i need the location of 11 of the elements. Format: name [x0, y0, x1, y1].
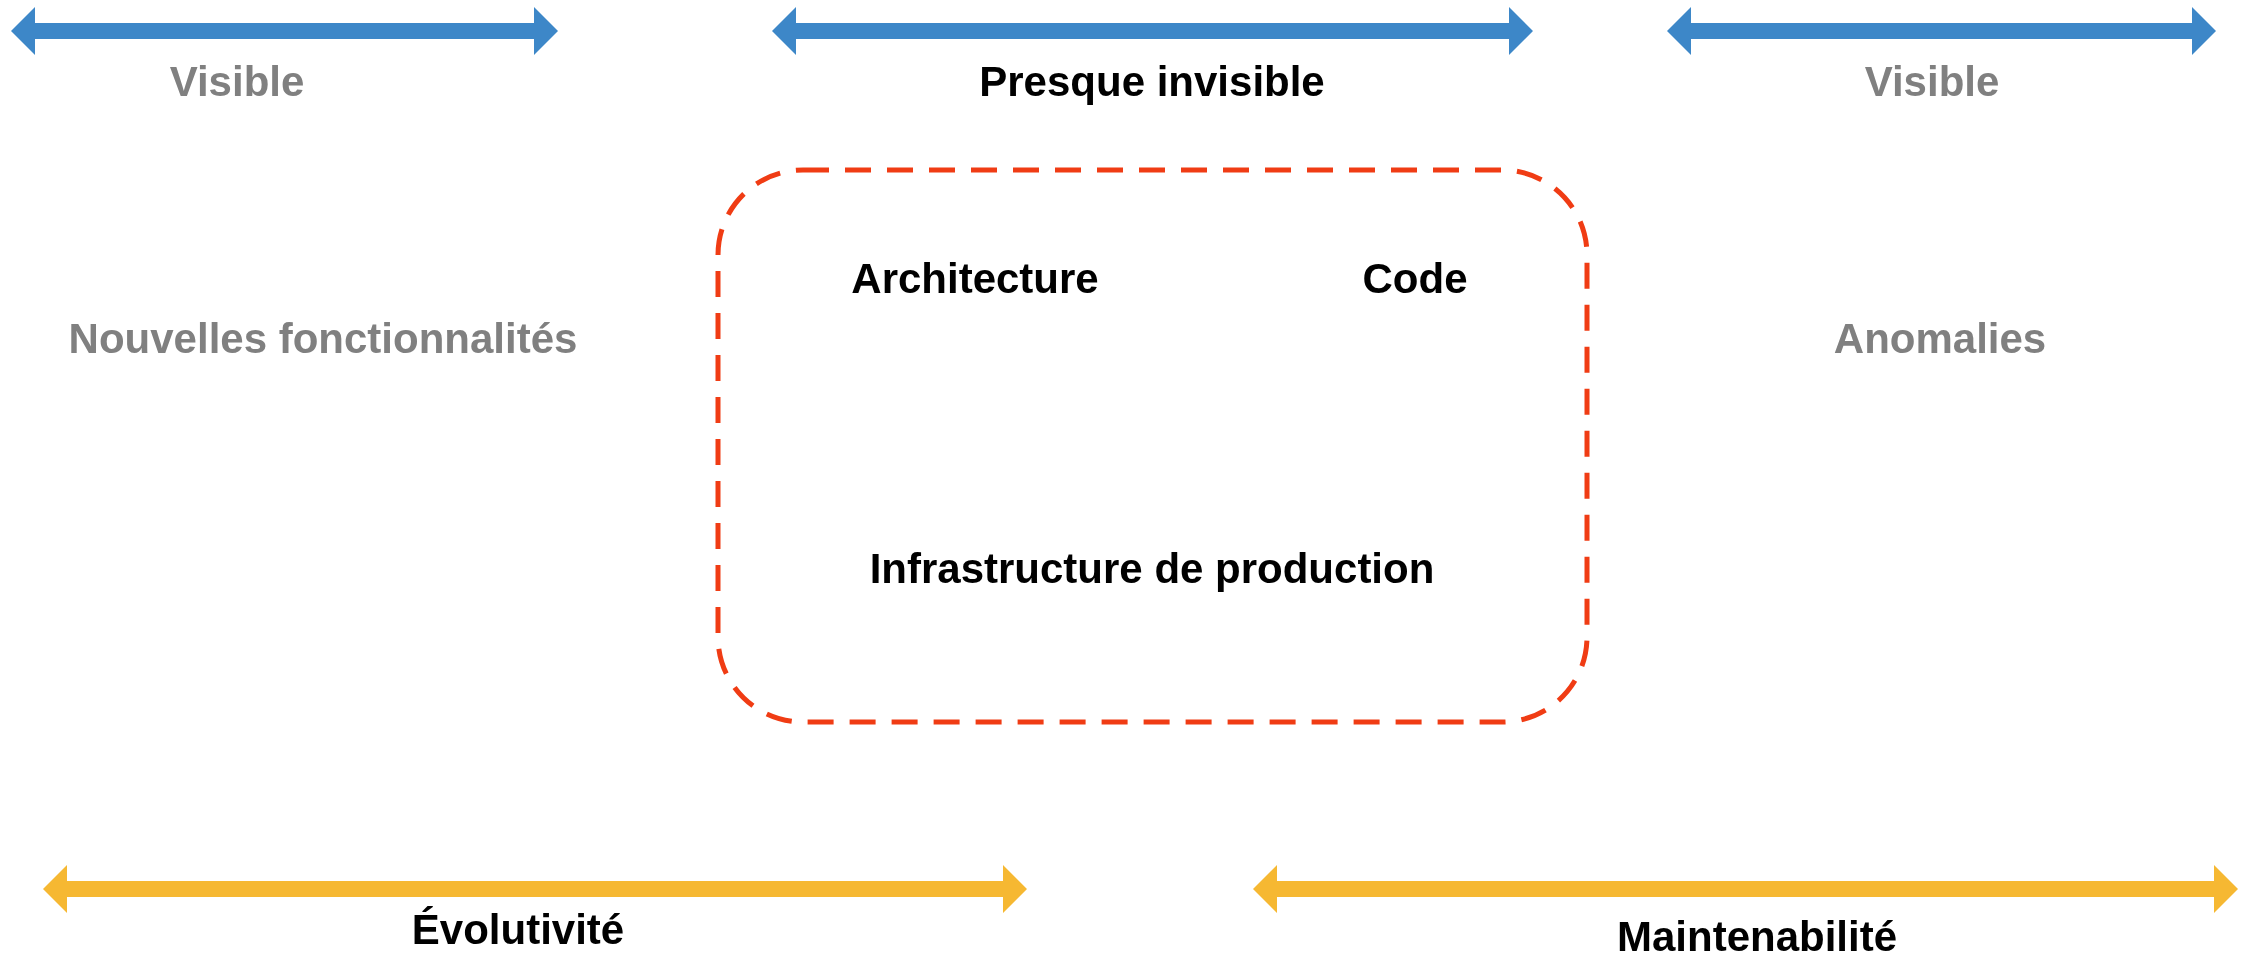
component-label: Architecture — [851, 255, 1099, 303]
dashed-box — [715, 167, 1590, 725]
visibility-label: Visible — [1864, 58, 2000, 106]
component-label: Infrastructure de production — [869, 545, 1435, 593]
quality-label: Maintenabilité — [1617, 913, 1897, 956]
category-label: Nouvelles fonctionnalités — [68, 315, 578, 363]
component-label: Code — [1362, 255, 1468, 303]
quality-label: Évolutivité — [411, 906, 625, 954]
category-label: Anomalies — [1833, 315, 2047, 363]
visibility-label: Presque invisible — [979, 58, 1325, 106]
visibility-label: Visible — [169, 58, 305, 106]
